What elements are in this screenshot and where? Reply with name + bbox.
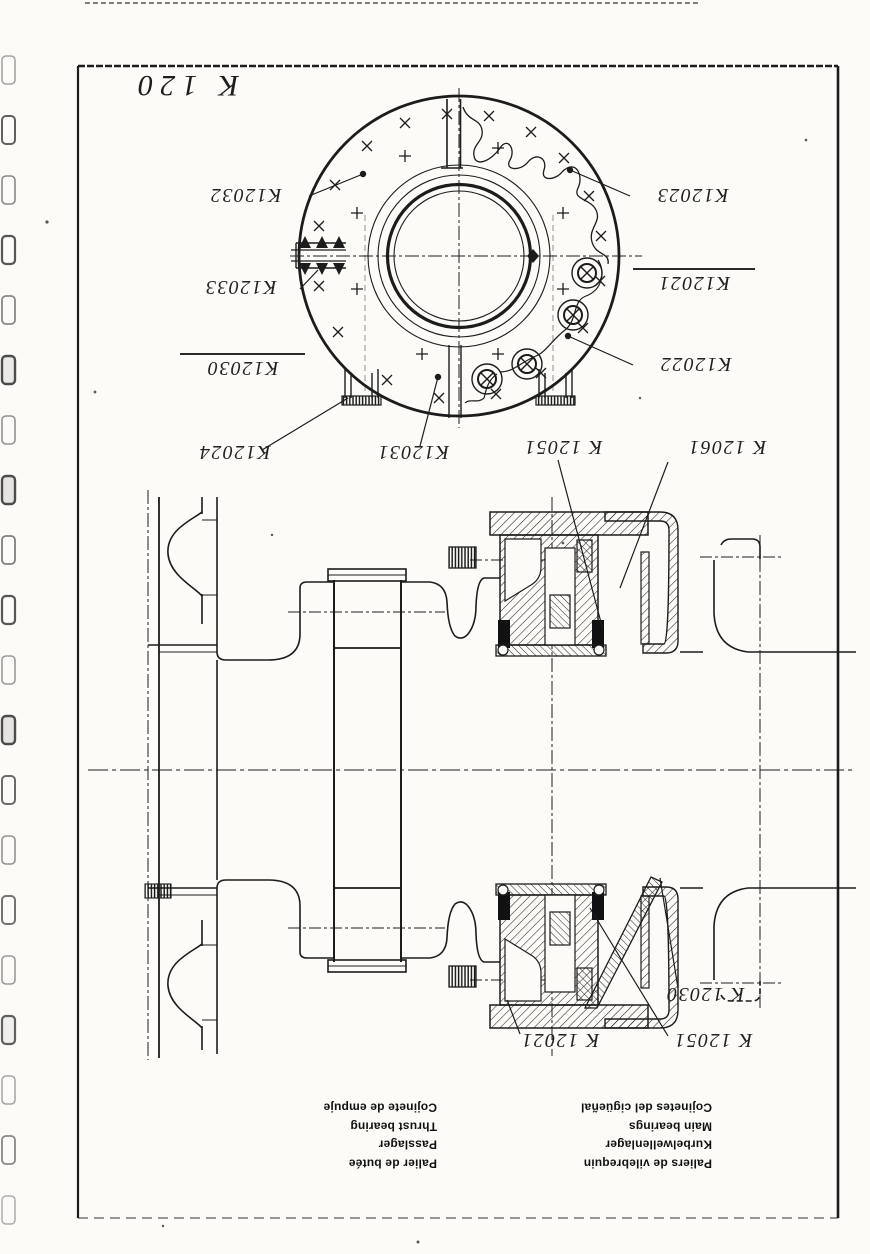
part-label-k12051-top: K 12051 — [523, 436, 603, 458]
caption-line: Paliers de vilebrequin — [583, 1156, 712, 1171]
stud-top — [448, 546, 477, 569]
caption-line: Cojinetes del cigüeñal — [580, 1100, 712, 1115]
center-arrow-marker — [527, 249, 539, 263]
leader-lines — [261, 166, 634, 451]
left-housing — [144, 497, 218, 1058]
binding-holes — [0, 55, 17, 1225]
oil-deflector-cone — [583, 876, 663, 1009]
main-bearing-top — [489, 511, 679, 657]
bolt-position-marks — [313, 108, 607, 404]
section-drawing — [88, 459, 856, 1060]
page-title: K 120 — [131, 69, 239, 102]
split-flange-bolts — [291, 236, 346, 275]
caption-main-bearings: Paliers de vilebrequin Kurbelwellenlager… — [512, 1098, 712, 1172]
stud-bottom — [448, 965, 477, 988]
caption-line: Thrust bearing — [350, 1119, 437, 1134]
mounting-feet — [341, 369, 576, 406]
part-label-k12031: K12031 — [376, 441, 450, 463]
section-leaders — [506, 459, 679, 1037]
caption-line: Palier de butée — [348, 1156, 437, 1171]
part-label-k12022: K12022 — [659, 353, 732, 375]
part-label-k12024: K12024 — [198, 441, 271, 463]
caption-thrust-bearing: Palier de butée Passlager Thrust bearing… — [245, 1098, 437, 1172]
part-label-k12030-bottom: K 12030 — [665, 983, 745, 1005]
bearing-cap-bottom — [604, 886, 679, 1029]
caption-line: Passlager — [378, 1137, 437, 1152]
main-bearing-bottom — [489, 876, 679, 1029]
part-label-k12021: K12021 — [633, 268, 755, 294]
screw-symbols — [471, 257, 603, 395]
caption-line: Main bearings — [628, 1119, 712, 1134]
scan-noise — [45, 138, 808, 1244]
right-housing — [680, 538, 856, 1002]
crankshaft — [216, 546, 500, 988]
part-label-k12051-bottom: K 12051 — [673, 1029, 753, 1051]
part-label-k12032: K12032 — [209, 184, 282, 206]
caption-line: Cojinete de empuje — [323, 1100, 437, 1115]
page-frame — [76, 2, 840, 1219]
part-label-k12061-top: K 12061 — [687, 436, 767, 458]
part-label-k12021-bottom: K 12021 — [520, 1029, 600, 1051]
caption-line: Kurbelwellenlager — [605, 1137, 712, 1152]
bearing-cap-top — [604, 511, 679, 654]
part-label-k12030: K12030 — [180, 353, 305, 379]
part-label-k12023: K12023 — [656, 184, 729, 206]
end-view-drawing — [261, 88, 642, 451]
part-label-k12033: K12033 — [204, 276, 277, 298]
